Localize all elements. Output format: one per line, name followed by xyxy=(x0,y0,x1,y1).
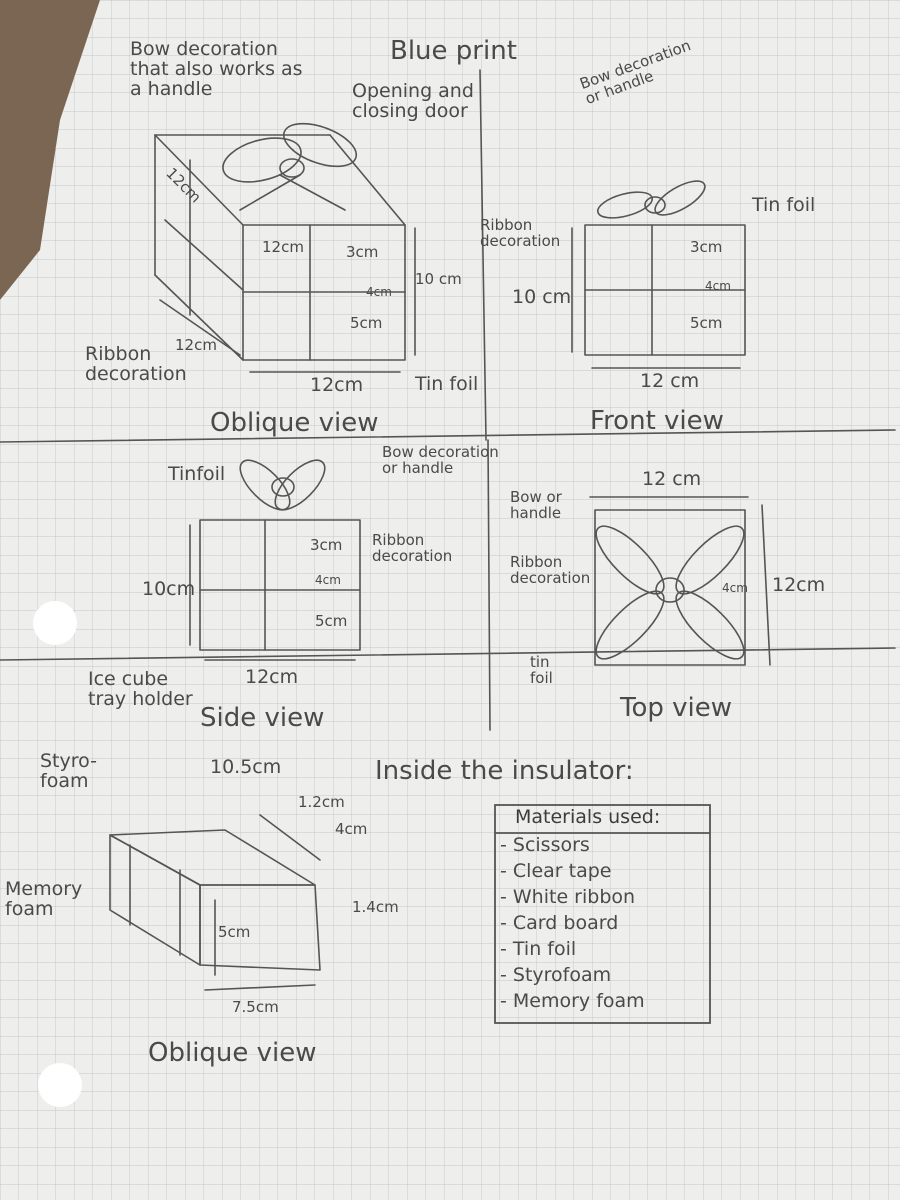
materials-header: Materials used: xyxy=(515,806,661,828)
material-item: - Scissors xyxy=(500,834,590,856)
material-item: - Card board xyxy=(500,912,619,934)
material-item: - Tin foil xyxy=(500,938,577,960)
dim-label: 7.5cm xyxy=(232,998,279,1016)
page-title: Blue print xyxy=(390,36,517,66)
dim-label: 5cm xyxy=(315,612,348,630)
bow-decoration-label: Bow decoration that also works as a hand… xyxy=(130,38,303,100)
dim-label: 10cm xyxy=(142,578,196,600)
divider-horizontal-2 xyxy=(0,647,896,661)
insulator-oblique-caption: Oblique view xyxy=(148,1038,317,1068)
side-bow-label: Bow decoration or handle xyxy=(382,443,499,477)
insulator-drawing xyxy=(109,814,321,991)
materials-table xyxy=(494,804,711,1024)
side-view-drawing xyxy=(189,459,361,661)
dim-label: 10 cm xyxy=(512,286,572,308)
top-view-drawing xyxy=(589,496,771,666)
top-ribbon-label: Ribbon decoration xyxy=(510,553,591,587)
side-view-caption: Side view xyxy=(200,703,325,733)
front-ribbon-label: Ribbon decoration xyxy=(480,216,561,250)
ice-cube-tray-label: Ice cube tray holder xyxy=(88,668,193,710)
dim-label: 10 cm xyxy=(415,270,462,288)
dim-label: 3cm xyxy=(346,243,379,261)
dim-label: 12 cm xyxy=(642,468,702,490)
dim-label: 3cm xyxy=(690,238,723,256)
binder-hole xyxy=(33,601,77,645)
dim-label: 5cm xyxy=(218,923,251,941)
dim-label: 3cm xyxy=(310,536,343,554)
dim-label: 12 cm xyxy=(640,370,700,392)
divider-vertical-top xyxy=(479,69,487,441)
top-view-caption: Top view xyxy=(620,693,733,723)
material-item: - Styrofoam xyxy=(500,964,612,986)
front-view-drawing xyxy=(571,180,746,369)
side-ribbon-label: Ribbon decoration xyxy=(372,531,453,565)
inside-heading: Inside the insulator: xyxy=(375,756,634,786)
dim-label: 12cm xyxy=(245,666,299,688)
oblique-box-drawing xyxy=(154,122,416,373)
material-item: - White ribbon xyxy=(500,886,636,908)
materials-list: - Scissors - Clear tape - White ribbon -… xyxy=(500,834,645,1018)
dim-label: 12cm xyxy=(175,336,217,354)
dim-label: 1.2cm xyxy=(298,793,345,811)
top-bow-label: Bow or handle xyxy=(510,488,562,522)
dim-label: 10.5cm xyxy=(210,756,282,778)
binder-hole xyxy=(38,1063,82,1107)
front-view-caption: Front view xyxy=(590,406,724,436)
dim-label: 5cm xyxy=(350,314,383,332)
memory-foam-label: Memory foam xyxy=(5,878,83,920)
dim-label: 4cm xyxy=(705,279,731,293)
divider-horizontal-1 xyxy=(0,429,896,443)
door-label: Opening and closing door xyxy=(352,80,474,122)
styrofoam-label: Styro- foam xyxy=(40,750,97,792)
side-tinfoil-label: Tinfoil xyxy=(168,463,226,485)
front-tinfoil-label: Tin foil xyxy=(752,194,816,216)
dim-label: 12cm xyxy=(262,238,304,256)
divider-vertical-mid xyxy=(487,439,491,731)
dim-label: 5cm xyxy=(690,314,723,332)
top-tinfoil-label: tin foil xyxy=(530,653,553,687)
tinfoil-label: Tin foil xyxy=(415,373,479,395)
dim-label: 12cm xyxy=(310,374,364,396)
dim-label: 4cm xyxy=(335,820,368,838)
material-item: - Memory foam xyxy=(500,990,645,1012)
ribbon-decoration-label: Ribbon decoration xyxy=(85,343,187,385)
material-item: - Clear tape xyxy=(500,860,612,882)
dim-label: 4cm xyxy=(722,581,748,595)
oblique-view-caption: Oblique view xyxy=(210,408,379,438)
dim-label: 4cm xyxy=(366,285,392,299)
dim-label: 1.4cm xyxy=(352,898,399,916)
dim-label: 12cm xyxy=(772,574,826,596)
dim-label: 4cm xyxy=(315,573,341,587)
